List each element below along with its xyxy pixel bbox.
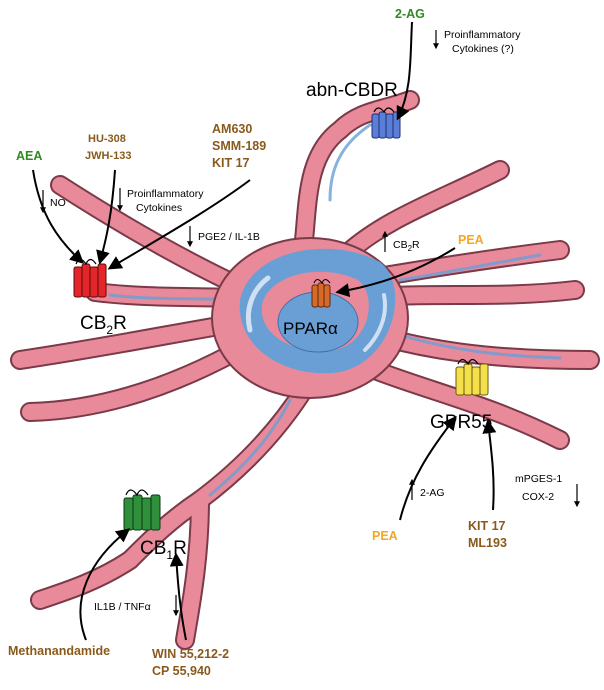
ligand-ml193: ML193 <box>468 536 507 550</box>
ligand-jwh133: JWH-133 <box>85 150 131 162</box>
ligand-kit17-top: KIT 17 <box>212 156 250 170</box>
arrow-am630-to-cb2r <box>107 179 251 270</box>
effect-mpges1: mPGES-1 <box>515 473 562 485</box>
arrow-2ag-to-abn <box>396 21 413 121</box>
effect-cytokines-top: Cytokines (?) <box>452 43 514 55</box>
ligand-win: WIN 55,212-2 <box>152 647 229 661</box>
effect-arrows <box>40 30 580 617</box>
cb1r-label: CB1R <box>140 538 187 562</box>
arrow-pea-to-gpr55 <box>399 415 457 521</box>
effect-no: NO <box>50 197 66 209</box>
ligand-pea-bottom: PEA <box>372 529 398 543</box>
ppara-receptor-icon <box>311 278 331 308</box>
arrow-aea-to-cb2r <box>32 169 85 264</box>
ligand-pea-right: PEA <box>458 233 484 247</box>
gpr55-receptor-icon <box>455 358 489 396</box>
ligand-cp: CP 55,940 <box>152 664 211 678</box>
ligand-smm189: SMM-189 <box>212 139 266 153</box>
arrow-methanandamide-to-cb1r <box>79 528 131 641</box>
effect-cb2r-up: CB2R <box>393 239 420 253</box>
ligand-kit17-bottom: KIT 17 <box>468 519 506 533</box>
effect-cytokines-left: Cytokines <box>136 202 182 214</box>
ligand-aea: AEA <box>16 149 42 163</box>
effect-2ag-up: 2-AG <box>420 487 445 499</box>
cell-body <box>211 237 409 399</box>
cb2r-label: CB2R <box>80 313 127 337</box>
arrow-hu308-to-cb2r <box>96 169 116 265</box>
effect-cox2: COX-2 <box>522 491 554 503</box>
cb2r-receptor-icon <box>73 258 107 298</box>
effect-proinflammatory-top: Proinflammatory <box>444 29 521 41</box>
gpr55-label: GPR55 <box>430 412 492 433</box>
effect-pge2-il1b: PGE2 / IL-1B <box>198 231 260 243</box>
arrow-pea-to-ppara <box>335 247 456 298</box>
effect-proinflammatory-left: Proinflammatory <box>127 188 204 200</box>
arrow-win-to-cb1r <box>169 552 187 641</box>
ppara-label: PPARα <box>283 319 338 338</box>
ligand-methanandamide: Methanandamide <box>8 644 110 658</box>
cb1r-receptor-icon <box>123 489 161 531</box>
ligand-arrows <box>32 21 497 641</box>
arrow-kit17-to-gpr55 <box>482 419 497 511</box>
abn-cbdr-label: abn-CBDR <box>306 80 398 101</box>
ligand-2ag-top: 2-AG <box>395 7 425 21</box>
ligand-am630: AM630 <box>212 122 252 136</box>
ligand-hu308: HU-308 <box>88 133 126 145</box>
effect-il1b-tnfa: IL1B / TNFα <box>94 601 151 613</box>
